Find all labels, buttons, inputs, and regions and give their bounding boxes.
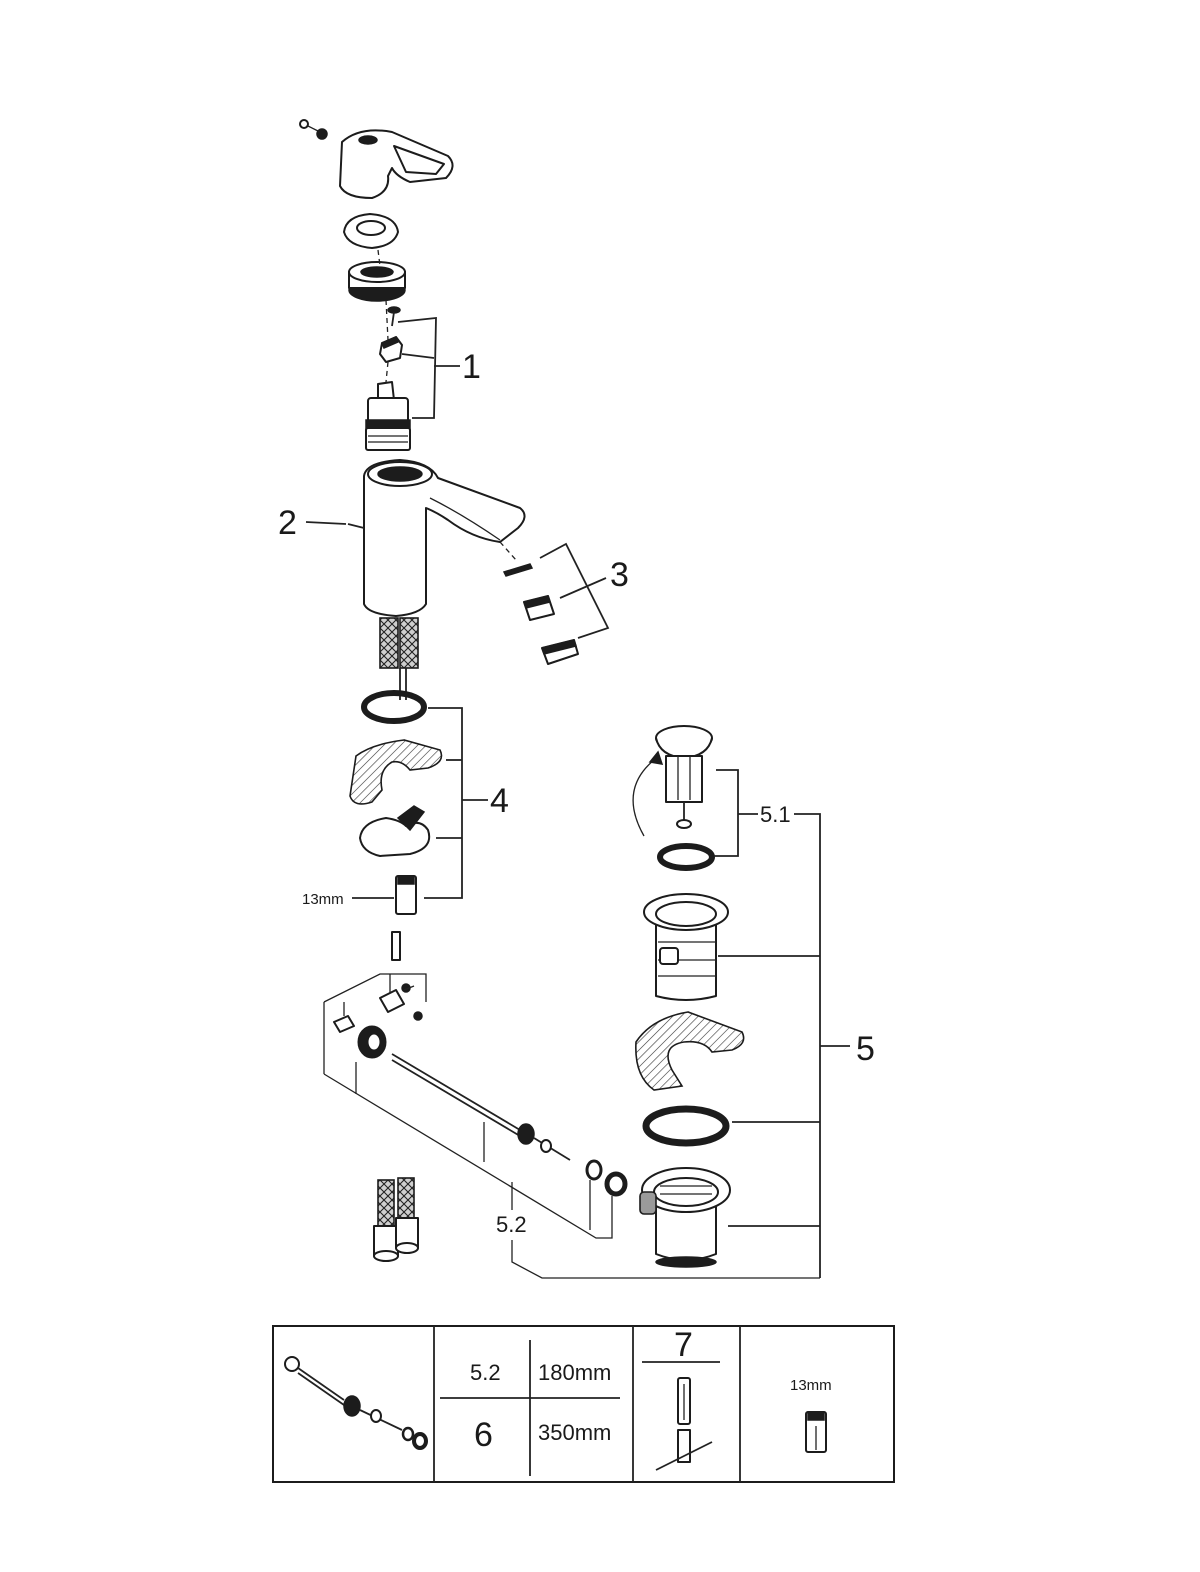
limiter-nut <box>379 336 403 363</box>
callout-5-leader <box>714 769 850 1278</box>
o-ring-seal <box>361 690 427 724</box>
callout-5-2: 5.2 <box>496 1212 527 1237</box>
aerator-assembly <box>499 541 579 665</box>
table-row2-length: 350mm <box>538 1420 611 1445</box>
horseshoe-washer <box>359 805 431 857</box>
table-nut-illustration <box>805 1411 827 1453</box>
callout-3-leader <box>539 542 610 639</box>
cartridge-screw <box>387 306 401 327</box>
lift-rod-pin <box>391 931 401 961</box>
table-rod-illustration <box>284 1356 428 1450</box>
callout-3: 3 <box>610 556 629 594</box>
table-wrench-size: 13mm <box>790 1377 832 1394</box>
table-row2-ref: 6 <box>474 1416 493 1454</box>
pop-up-rod-stub <box>347 523 365 529</box>
callout-5: 5 <box>856 1030 875 1068</box>
parts-table <box>272 1325 895 1483</box>
mounting-stud-nut <box>395 875 417 915</box>
table-extension-tool <box>655 1377 713 1471</box>
drain-flange <box>643 893 729 1001</box>
plug-seal <box>657 843 715 871</box>
lever-handle <box>339 129 454 199</box>
ball-seal-nut <box>357 1025 387 1059</box>
rod-clamp-group <box>323 973 427 1074</box>
callout-4-leader <box>424 707 488 899</box>
handle-screw <box>299 119 328 140</box>
callout-1: 1 <box>462 348 481 386</box>
countertop-section <box>349 739 443 805</box>
wrench-size-label: 13mm <box>302 891 344 908</box>
flexible-hoses <box>379 617 419 700</box>
drain-body <box>639 1167 731 1268</box>
drain-o-ring <box>642 1105 730 1147</box>
basin-section <box>635 1011 745 1091</box>
cartridge <box>365 381 411 451</box>
callout-1-leader <box>397 316 460 419</box>
faucet-body <box>363 459 526 617</box>
cover-cap <box>343 213 399 249</box>
callout-2-leader <box>305 521 347 525</box>
pivot-rod <box>391 1053 571 1161</box>
callout-4: 4 <box>490 782 509 820</box>
table-tool-ref: 7 <box>674 1326 693 1364</box>
pop-up-plug <box>632 725 713 837</box>
table-row1-ref: 5.2 <box>470 1360 501 1385</box>
callout-52-leader <box>323 1062 820 1279</box>
connection-hoses <box>373 1177 419 1262</box>
callout-5-1: 5.1 <box>760 802 791 827</box>
cartridge-ring-nut <box>348 261 406 302</box>
pivot-washers <box>585 1159 628 1197</box>
callout-2: 2 <box>278 504 297 542</box>
table-row1-length: 180mm <box>538 1360 611 1385</box>
